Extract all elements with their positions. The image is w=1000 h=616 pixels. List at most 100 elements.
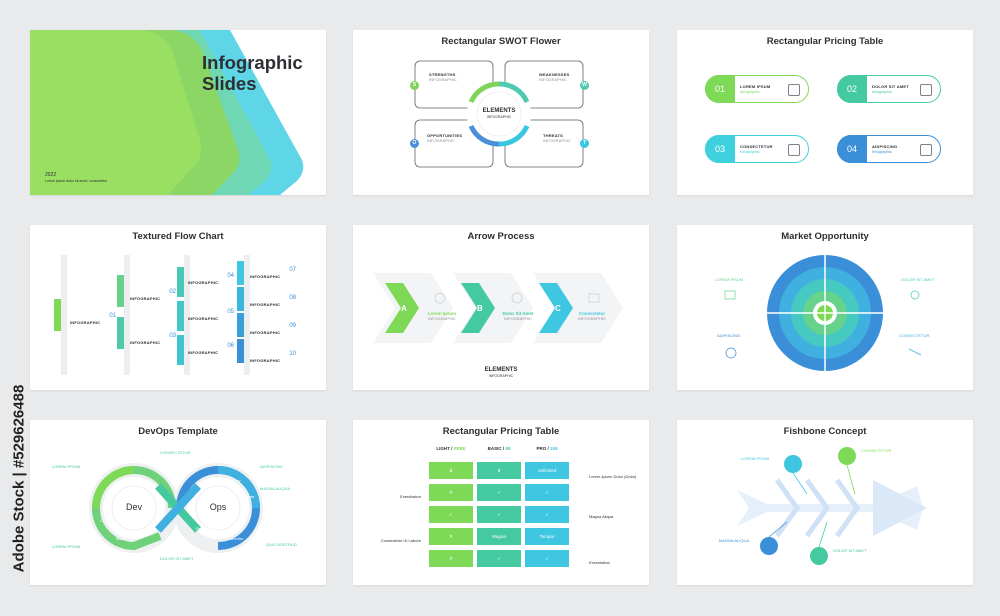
flow-step-number: 10	[289, 351, 296, 357]
pill-sub: Infographic	[740, 149, 760, 154]
step-label: Dolor Sit Amet	[502, 311, 534, 316]
devops-ring-label: Deploy	[228, 478, 241, 483]
fishbone-label-1: LOREM IPSUM	[741, 456, 770, 461]
plan-price: 15$	[550, 446, 558, 451]
quadrant-label: THREATS	[543, 133, 563, 138]
pricing-cell: ✓	[429, 506, 473, 523]
slide-title: Rectangular Pricing Table	[766, 36, 884, 47]
pricing-cell: $	[429, 462, 473, 479]
badge-s: S	[410, 81, 419, 90]
quadrant-sub: INFOGRAPHIC	[539, 77, 567, 82]
pricing-cell: ✓	[525, 550, 569, 567]
swot-diagram	[414, 60, 584, 168]
devops-ring-label: Build	[116, 536, 125, 541]
pill-icon	[920, 144, 932, 156]
step-label: Consectetur	[578, 311, 606, 316]
flow-step-label: INFOGRAPHIC	[130, 340, 161, 345]
flow-step-label: INFOGRAPHIC	[70, 320, 101, 325]
devops-ring-label: Plan	[114, 482, 123, 487]
pill-label: LOREM IPSUM	[740, 84, 771, 89]
quadrant-label: STRENGTHS	[429, 72, 456, 77]
slide-swot[interactable]: Rectangular SWOT Flower ELEMENTS INFOGRA…	[353, 30, 649, 195]
pricing-cell: ✕	[429, 550, 473, 567]
flow-step-10: 10 INFOGRAPHIC	[250, 351, 296, 363]
flow-step-number: 03	[169, 333, 176, 339]
flow-step-number: 02	[169, 289, 176, 295]
pill-icon	[788, 84, 800, 96]
flow-step-label: INFOGRAPHIC	[250, 302, 281, 307]
slide-flow-chart[interactable]: Textured Flow Chart 01 INFOGRAPHIC 02 INF…	[30, 225, 326, 390]
step-letter-c: C	[555, 304, 561, 313]
devops-ring-label: Monitor	[230, 536, 244, 541]
slide-arrow-process[interactable]: Arrow Process A B C Lorem Ipsum INFOGRAP…	[353, 225, 649, 390]
slide-title: DevOps Template	[138, 426, 218, 437]
devops-ring-label: Release	[196, 526, 211, 531]
plan-header-2: BASIC / 9$	[487, 446, 511, 451]
flow-step-label: INFOGRAPHIC	[130, 296, 161, 301]
pricing-pill-1: 01 LOREM IPSUM Infographic	[705, 75, 809, 103]
step-letter-a: A	[401, 304, 407, 313]
slide-title[interactable]: Infographic Slides 2022 Lorem ipsum dolo…	[30, 30, 326, 195]
slide-market-opportunity[interactable]: Market Opportunity LOREM IPSUM DOLOR SIT…	[677, 225, 973, 390]
plan-price: FREE	[453, 446, 466, 451]
fishbone-label-3: MAGNA ALIQUA	[719, 538, 750, 543]
market-label-4: CONSECTETUR	[899, 333, 930, 338]
stock-watermark: Adobe Stock | #529626488	[2, 360, 28, 610]
title-line-1: Infographic	[202, 52, 303, 73]
market-label-3: ADIPISCING	[717, 333, 741, 338]
slide-title: Market Opportunity	[781, 231, 869, 242]
flow-step-8: 08 INFOGRAPHIC	[250, 295, 296, 307]
devops-side-label: QUIS NOSTRUD	[266, 542, 297, 547]
pricing-cell: $	[477, 462, 521, 479]
quadrant-sub: INFOGRAPHIC	[427, 138, 455, 143]
devops-side-label: LOREM IPSUM	[52, 464, 81, 469]
ops-label: Ops	[209, 502, 227, 512]
slide-fishbone[interactable]: Fishbone Concept LOREM IPSUM CONSECTETUR…	[677, 420, 973, 585]
flow-step-6: 06 INFOGRAPHIC	[188, 343, 234, 355]
dev-label: Dev	[125, 502, 142, 512]
flow-step-7: 07 INFOGRAPHIC	[250, 267, 296, 279]
plan-name: BASIC	[487, 446, 502, 451]
pricing-pill-4: 04 ADIPISCING Infographic	[837, 135, 941, 163]
footer-logo-sub: INFOGRAPHIC	[488, 374, 514, 378]
row-label-right: Magna Aliqua	[589, 514, 614, 519]
flow-step-label: INFOGRAPHIC	[188, 280, 219, 285]
pricing-cell: ✓	[525, 506, 569, 523]
devops-side-label: LOREM IPSUM	[52, 544, 81, 549]
fishbone-label-2: CONSECTETUR	[861, 448, 892, 453]
pill-number: 03	[705, 135, 735, 163]
devops-side-label: MAGNA ALIQUA	[260, 486, 291, 491]
title-line-2: Slides	[202, 73, 257, 94]
flow-columns	[54, 255, 250, 375]
row-label-left: Exercitation	[400, 494, 421, 499]
flow-step-5: 05 INFOGRAPHIC	[188, 309, 234, 321]
step-sub: INFOGRAPHIC	[504, 316, 532, 321]
swot-center-title: ELEMENTS	[482, 108, 516, 114]
infinity-loop	[89, 463, 263, 553]
plan-header-3: PRO / 15$	[536, 446, 558, 451]
fishbone-label-4: DOLOR SIT AMET	[833, 548, 867, 553]
pill-sub: Infographic	[740, 89, 760, 94]
pill-label: DOLOR SIT AMET	[872, 84, 909, 89]
flow-step-9: 09 INFOGRAPHIC	[250, 323, 296, 335]
fishbone-diagram	[737, 447, 927, 565]
pricing-cell: ✕	[429, 484, 473, 501]
devops-side-label: ADIPISCING	[260, 464, 284, 469]
row-label-right: Exercitation	[589, 560, 610, 565]
badge-o: O	[410, 139, 419, 148]
plan-price: 9$	[505, 446, 511, 451]
flow-step-1: 01 INFOGRAPHIC	[70, 313, 116, 325]
devops-ring-label: Test	[148, 520, 156, 525]
pricing-pill-2: 02 DOLOR SIT AMET Infographic	[837, 75, 941, 103]
pill-number: 04	[837, 135, 867, 163]
slide-title: Textured Flow Chart	[132, 231, 224, 242]
plan-header-1: LIGHT / FREE	[436, 446, 466, 451]
plan-name: LIGHT	[436, 446, 450, 451]
plan-name: PRO	[536, 446, 547, 451]
slide-pricing-pills[interactable]: Rectangular Pricing Table 01 LOREM IPSUM…	[677, 30, 973, 195]
step-sub: INFOGRAPHIC	[578, 316, 606, 321]
pill-sub: Infographic	[872, 89, 892, 94]
footer-logo-title: ELEMENTS	[484, 367, 518, 373]
